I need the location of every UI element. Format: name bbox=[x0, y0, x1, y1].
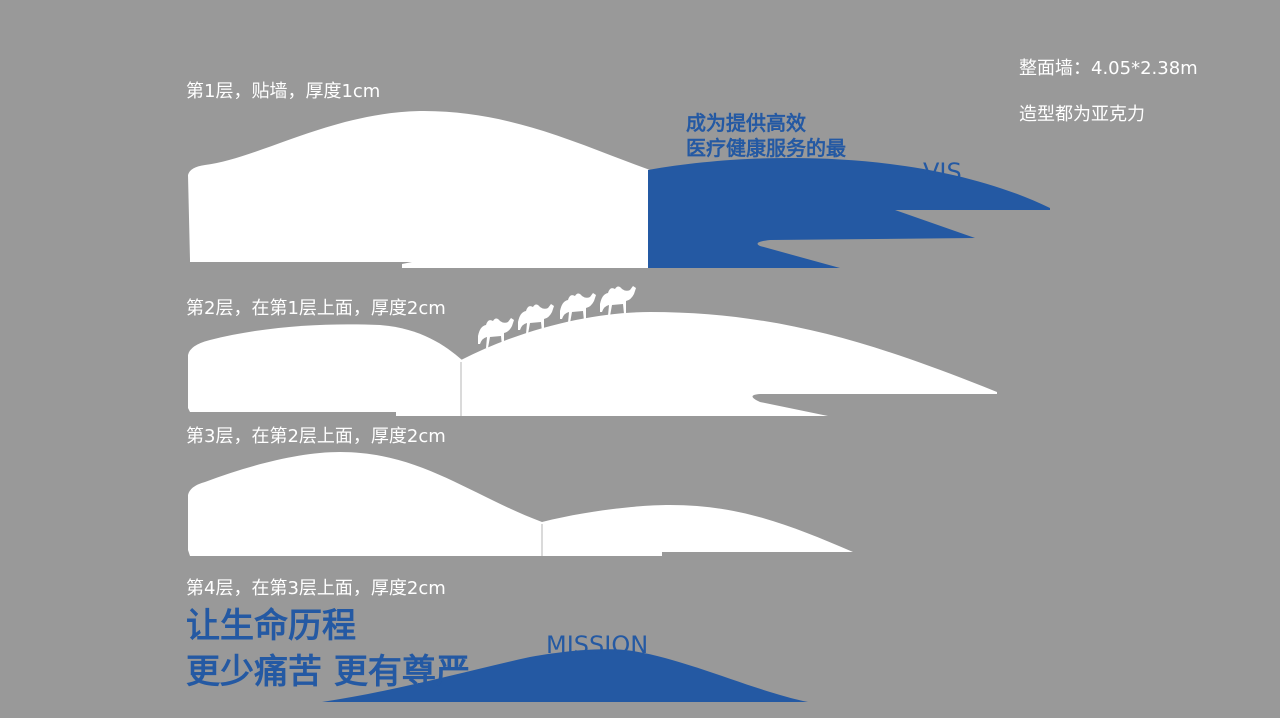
layer3-right-hill bbox=[542, 505, 853, 556]
vision-word: VIS bbox=[923, 160, 962, 180]
layer4-label: 第4层，在第3层上面，厚度2cm bbox=[186, 578, 446, 599]
camel-icon bbox=[560, 293, 596, 323]
camel-icon bbox=[518, 304, 554, 334]
layer1-blue-vision-shape bbox=[648, 157, 1050, 268]
camel-icon bbox=[478, 318, 514, 348]
layer2-label: 第2层，在第1层上面，厚度2cm bbox=[186, 298, 446, 319]
wall-size-note: 整面墙：4.05*2.38m bbox=[1019, 58, 1198, 79]
layer3-label: 第3层，在第2层上面，厚度2cm bbox=[186, 426, 446, 447]
layer2-right-hill bbox=[396, 312, 997, 416]
camel-caravan-icon bbox=[478, 286, 636, 348]
layer4-blue-mission-hill bbox=[322, 649, 808, 702]
mission-statement: 让生命历程 更少痛苦 更有尊严 bbox=[186, 603, 470, 689]
layer1-label: 第1层，贴墙，厚度1cm bbox=[186, 81, 381, 102]
mission-word: MISSION bbox=[546, 633, 649, 655]
vision-line-2: 医疗健康服务的最 bbox=[686, 136, 846, 160]
layer3-left-hill bbox=[188, 452, 542, 556]
vision-statement: 成为提供高效 医疗健康服务的最 bbox=[686, 111, 846, 161]
mission-line-2: 更少痛苦 更有尊严 bbox=[186, 652, 470, 689]
layer2-left-hill bbox=[188, 324, 462, 412]
mission-line-1: 让生命历程 bbox=[186, 606, 356, 646]
layer1-white-hill bbox=[188, 110, 650, 269]
material-note: 造型都为亚克力 bbox=[1019, 104, 1145, 125]
camel-icon bbox=[600, 286, 636, 316]
vision-line-1: 成为提供高效 bbox=[686, 111, 806, 135]
